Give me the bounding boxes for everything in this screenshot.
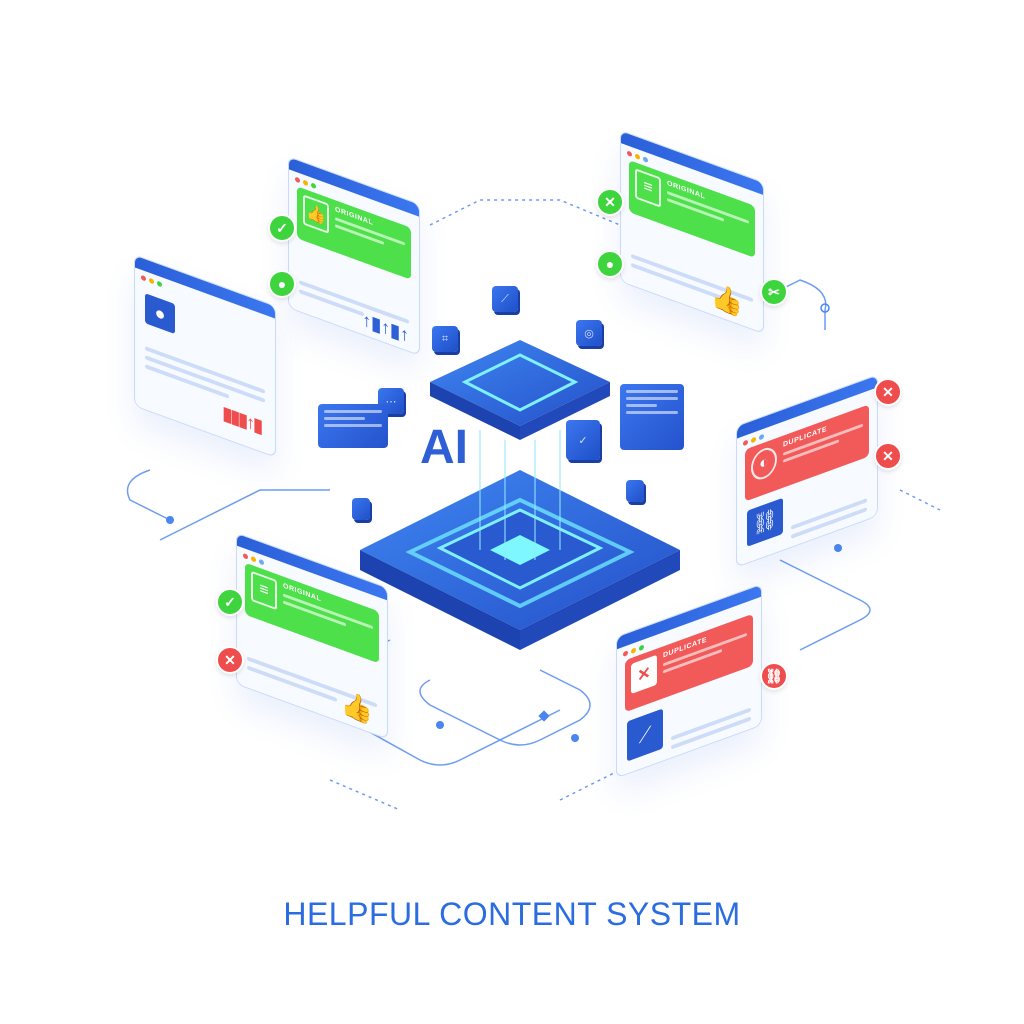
disc-chip-icon: ◎: [576, 320, 602, 346]
check-chip-icon: ✓: [566, 420, 600, 460]
bar-chart-red-icon: ▮▮▮↑▮: [222, 402, 261, 437]
chart-chip-icon: ⟋: [492, 286, 518, 312]
user-profile-icon: ●: [145, 293, 175, 335]
chat-list-icon: [620, 384, 684, 450]
ai-label: AI: [420, 421, 468, 474]
thumbs-up-icon: 👍: [710, 278, 743, 321]
scissors-badge-icon: ✂: [760, 278, 788, 306]
dots-chip-icon: ⋯: [378, 388, 404, 414]
thumbs-up-icon: 👍: [303, 194, 329, 234]
close-icon: ✕: [631, 654, 657, 695]
close-badge-icon: ✕: [216, 646, 244, 674]
page-title: HELPFUL CONTENT SYSTEM: [283, 896, 741, 932]
close-badge-icon: ✕: [596, 188, 624, 216]
code-chip-icon: ⌗: [432, 326, 458, 352]
thumbs-badge-icon: ●: [596, 250, 624, 278]
small-chip-icon: [626, 480, 644, 502]
ai-platform-icon: [360, 340, 680, 650]
close-badge-icon: ✕: [874, 442, 902, 470]
check-badge-icon: ✓: [268, 214, 296, 242]
link-icon: ⛓: [747, 497, 783, 547]
thumbs-up-icon: 👍: [340, 686, 373, 729]
broken-disc-icon: ◐: [751, 443, 777, 484]
close-badge-icon: ✕: [874, 378, 902, 406]
check-badge-icon: ✓: [216, 588, 244, 616]
link-badge-icon: ⛓: [760, 662, 788, 690]
small-chip-icon: [352, 498, 370, 520]
chat-bubble-icon: [318, 404, 388, 448]
document-icon: ≡: [251, 570, 277, 611]
line-chart-icon: ⟋: [627, 708, 663, 762]
document-icon: ≡: [635, 168, 661, 208]
thumbs-badge-icon: ●: [268, 270, 296, 298]
